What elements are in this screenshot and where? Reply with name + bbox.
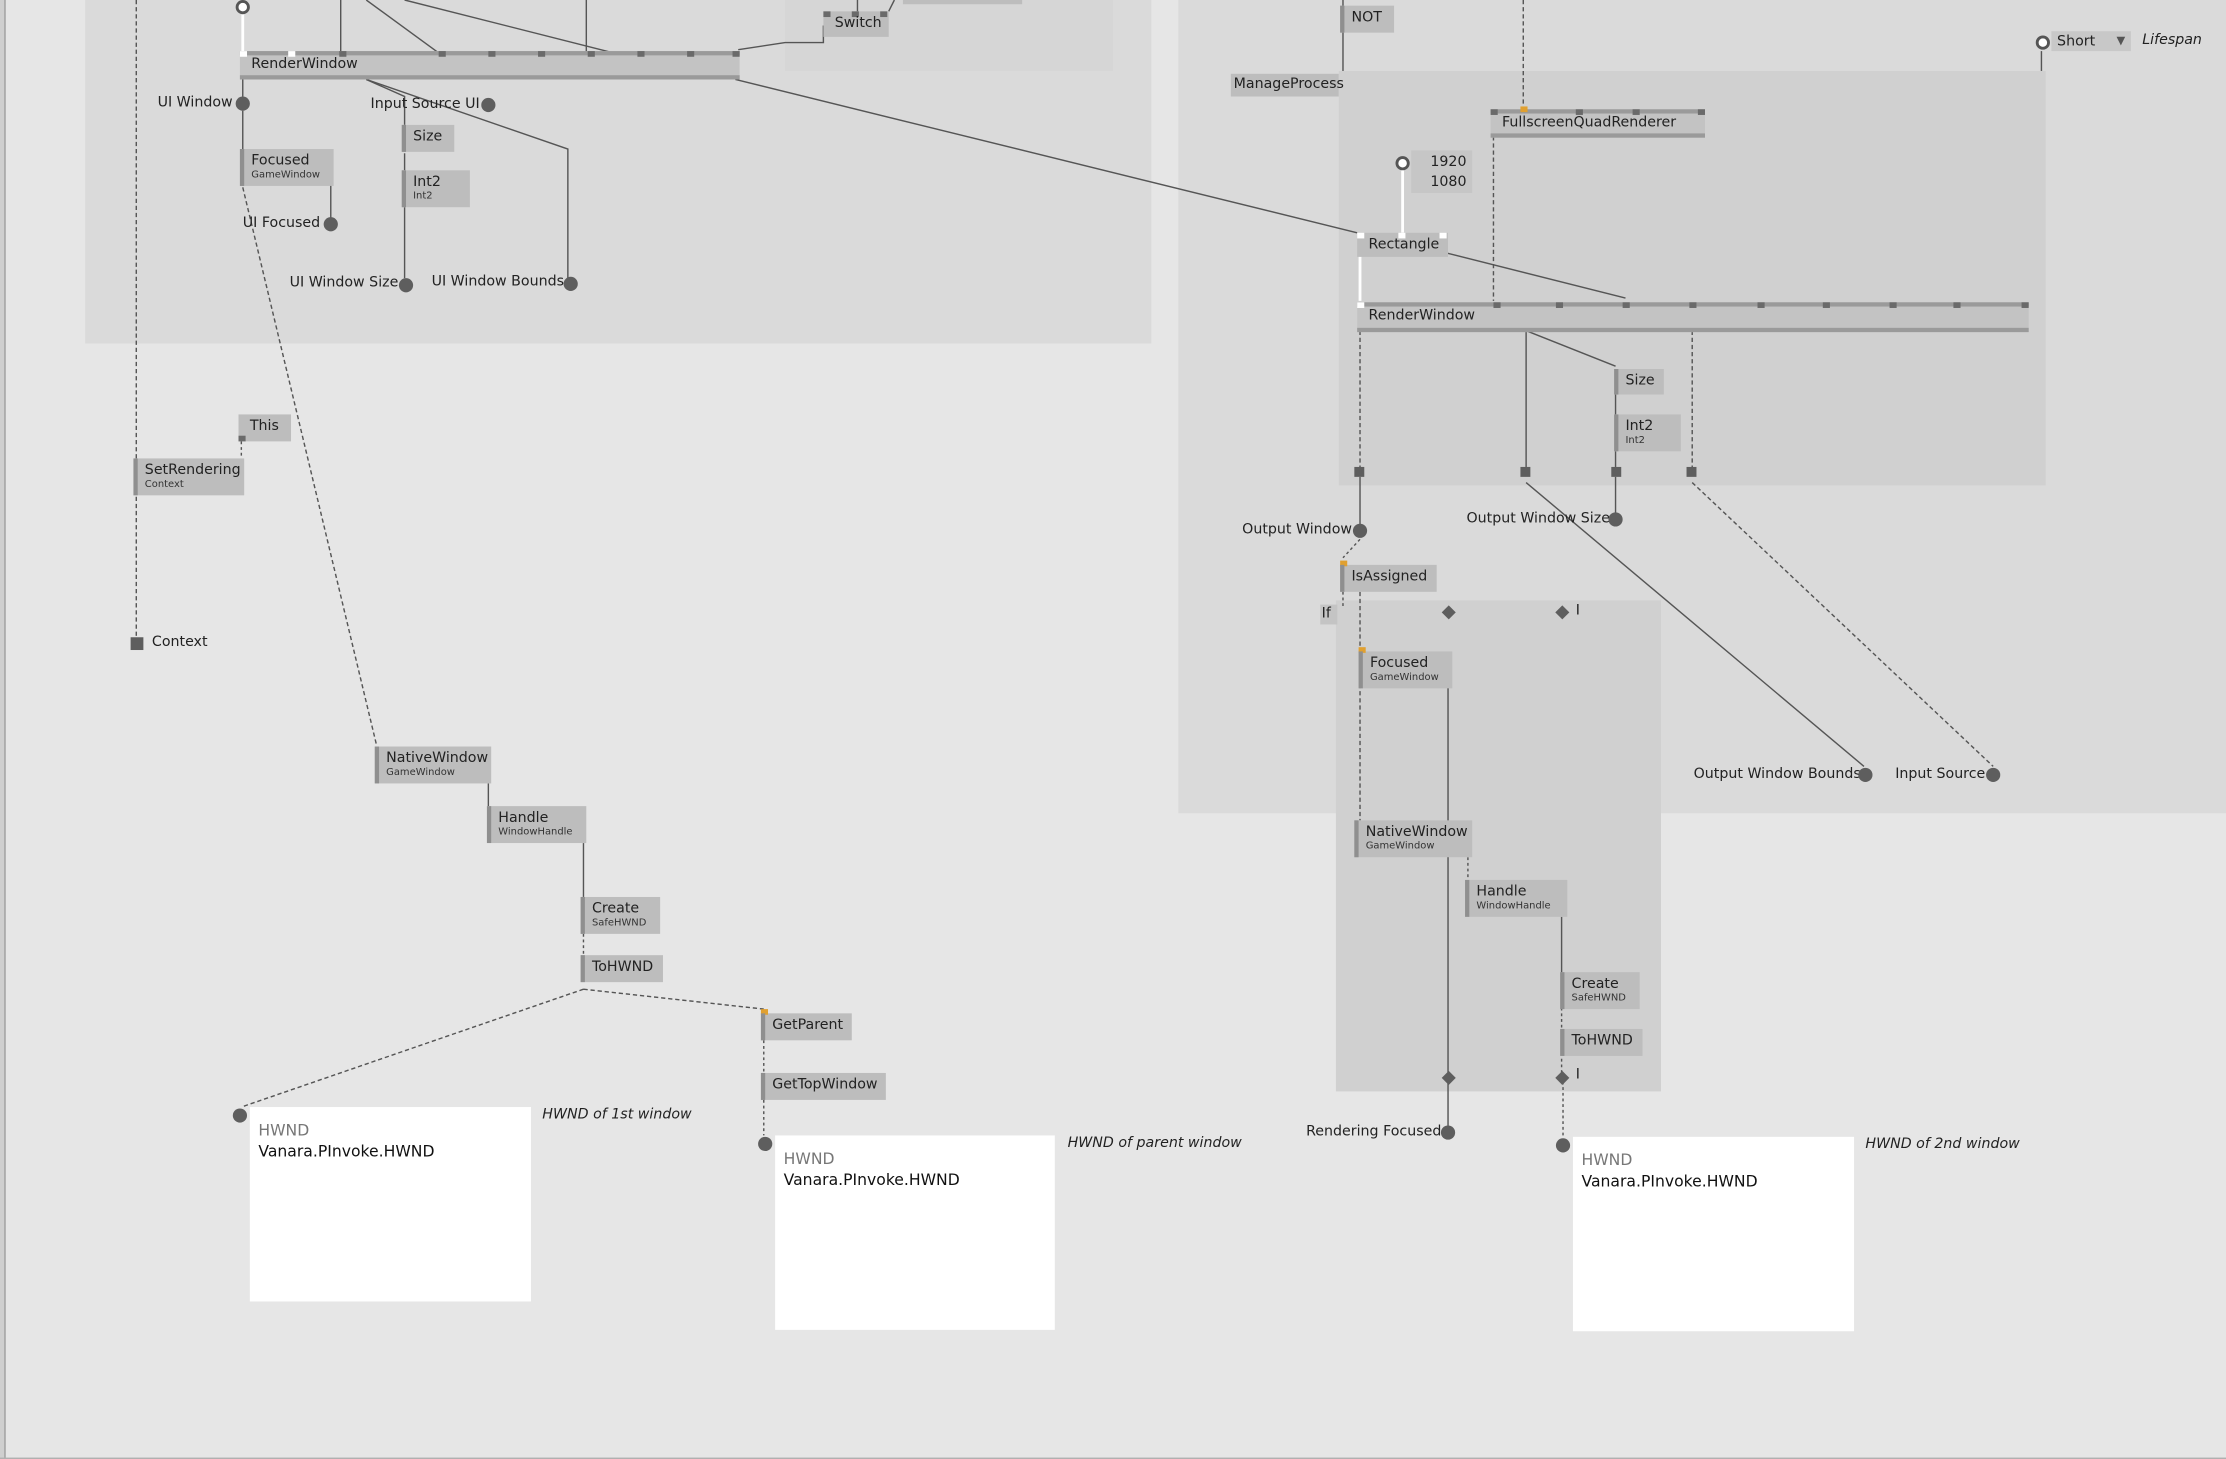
render-window-output-node[interactable]: RenderWindow [1357,302,2029,333]
set-rendering-context-node[interactable]: SetRendering Context [133,458,245,496]
chevron-down-icon: ▼ [2116,34,2126,47]
hwnd-comment-1: HWND of 1st window [542,1107,692,1123]
region-output-pad-2[interactable] [1520,466,1531,477]
fullscreen-quad-renderer-node[interactable]: FullscreenQuadRenderer [1490,106,1705,138]
hwnd-pad-3[interactable] [1555,1138,1571,1153]
if-pipe-marker-2: I [1575,1067,1580,1083]
is-assigned-node[interactable]: IsAssigned [1340,560,1437,592]
handle-node-1[interactable]: Handle WindowHandle [486,806,587,844]
output-window-bounds-pad[interactable] [1858,767,1873,783]
handle-node-2[interactable]: Handle WindowHandle [1465,879,1568,917]
context-pad-label: Context [151,634,208,651]
input-source-ui-pad-label: Input Source UI [370,96,480,113]
render-window-ui-node[interactable]: RenderWindow [239,51,740,80]
hwnd-comment-2: HWND of parent window [1067,1135,1242,1152]
tohwnd-node-1[interactable]: ToHWND [580,955,663,983]
rendering-focused-pad[interactable] [1440,1125,1456,1140]
create-safehwnd-node-1[interactable]: Create SafeHWND [580,896,661,934]
hwnd-panel-1[interactable]: HWND Vanara.PInvoke.HWND [249,1107,531,1302]
context-pad[interactable] [130,637,144,651]
int2-node-1[interactable]: Int2 Int2 [401,170,470,208]
this-node[interactable]: This [238,414,292,442]
ui-window-pad-label: UI Window [157,95,233,111]
switch-node[interactable]: Switch [823,11,889,37]
hwnd-comment-3: HWND of 2nd window [1865,1136,2020,1153]
size-node-1[interactable]: Size [401,124,455,152]
ui-window-size-pad-label: UI Window Size [289,275,399,291]
region-output-pad-4[interactable] [1686,466,1697,477]
create-safehwnd-node-2[interactable]: Create SafeHWND [1560,972,1640,1010]
canvas-bottom-edge [0,1457,2226,1459]
output-window-pad[interactable] [1352,523,1368,538]
lifespan-pin-ring[interactable] [2035,35,2050,50]
ui-window-bounds-pad[interactable] [563,276,578,291]
not-node[interactable]: NOT [1340,5,1395,33]
focused-node-2[interactable]: Focused GameWindow [1358,647,1453,689]
rectangle-node[interactable]: Rectangle [1357,232,1449,257]
input-source-pad-label: Input Source [1895,766,1986,783]
ui-window-pad[interactable] [235,96,250,111]
manage-process-node[interactable]: ManageProcess [1230,73,1344,97]
native-window-node-1[interactable]: NativeWindow GameWindow [374,746,492,784]
input-source-ui-pad[interactable] [481,97,496,113]
output-window-bounds-pad-label: Output Window Bounds [1693,766,1861,783]
output-window-pad-label: Output Window [1242,522,1352,538]
input-pin-ring[interactable] [235,0,250,15]
hwnd-panel-3[interactable]: HWND Vanara.PInvoke.HWND [1572,1136,1855,1332]
resolution-input[interactable]: 1920 1080 [1411,150,1473,194]
ui-focused-pad[interactable] [323,217,338,232]
hwnd-pad-2[interactable] [758,1136,773,1152]
hwnd-pad-1[interactable] [232,1108,248,1123]
input-source-pad[interactable] [1986,767,2001,783]
region-output-pad-1[interactable] [1354,466,1365,477]
focused-node-1[interactable]: Focused GameWindow [239,149,334,186]
size-node-2[interactable]: Size [1614,369,1664,395]
int2-node-2[interactable]: Int2 Int2 [1614,414,1681,452]
lifespan-dropdown[interactable]: Short ▼ [2051,31,2131,52]
output-window-size-pad[interactable] [1608,512,1623,527]
native-window-node-2[interactable]: NativeWindow GameWindow [1354,820,1473,858]
switch-neighbor-node[interactable] [902,0,1023,5]
if-pipe-marker-1: I [1575,603,1580,619]
ui-focused-pad-label: UI Focused [242,215,321,232]
ui-window-size-pad[interactable] [398,278,414,293]
get-top-window-node[interactable]: GetTopWindow [760,1072,886,1100]
hwnd-panel-2[interactable]: HWND Vanara.PInvoke.HWND [775,1135,1055,1330]
rendering-focused-pad-label: Rendering Focused [1306,1124,1442,1140]
get-parent-node[interactable]: GetParent [760,1009,852,1041]
canvas-left-edge [0,0,6,1459]
tohwnd-node-2[interactable]: ToHWND [1560,1028,1643,1056]
lifespan-label: Lifespan [2142,32,2202,49]
resolution-pin-ring[interactable] [1395,156,1410,171]
region-output-pad-3[interactable] [1611,466,1622,477]
ui-window-bounds-pad-label: UI Window Bounds [431,273,564,290]
if-node[interactable]: If [1320,604,1338,625]
output-window-size-pad-label: Output Window Size [1466,510,1610,527]
